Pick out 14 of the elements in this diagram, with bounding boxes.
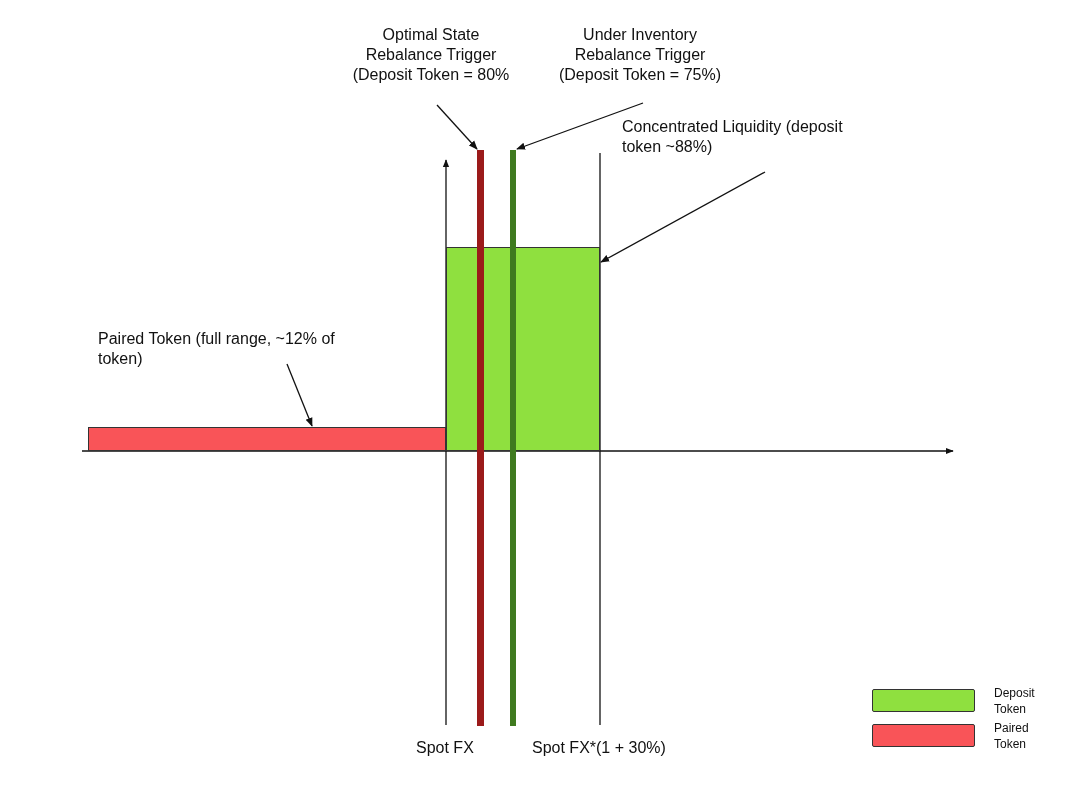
leader-arrow: [286, 363, 313, 427]
legend-text: Deposit Token: [994, 685, 1036, 717]
leader-arrow: [600, 171, 766, 263]
axis-label: Spot FX*(1 + 30%): [532, 738, 666, 758]
legend-text: Paired Token: [994, 720, 1030, 752]
callout-text: Optimal State Rebalance Trigger (Deposit Token = 80%: [351, 25, 511, 85]
liquidity-bar: [88, 427, 446, 451]
leader-arrow: [436, 104, 478, 150]
callout-text: Paired Token (full range, ~12% of token): [98, 329, 336, 369]
axis-label: Spot FX: [416, 738, 474, 758]
liquidity-block: [446, 247, 600, 451]
callout-text: Concentrated Liquidity (deposit token ~88%): [622, 117, 844, 157]
leader-arrow: [516, 102, 644, 150]
callout-text: Under Inventory Rebalance Trigger (Deposit Token = 75%): [558, 25, 722, 85]
